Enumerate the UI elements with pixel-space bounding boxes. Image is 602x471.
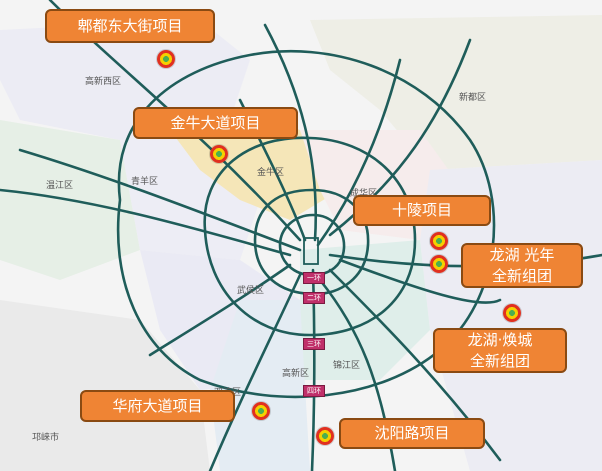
region-xindu: [310, 15, 602, 170]
ring-roads: [116, 49, 496, 399]
district-regions: [0, 15, 602, 471]
callout-pidu[interactable]: 郫都东大街项目: [45, 9, 215, 43]
district-label-gaoxinxi: 高新西区: [85, 77, 122, 87]
ring-road-3: [203, 136, 417, 337]
district-label-chenghua: 成华区: [350, 189, 378, 199]
ring-road-1: [278, 213, 346, 277]
district-label-qingyang: 青羊区: [131, 177, 159, 187]
callout-shenyang-label: 沈阳路项目: [374, 424, 450, 442]
road-sw: [148, 263, 292, 357]
project-marker-longhu-huancheng[interactable]: [503, 304, 521, 322]
region-jinjiang: [300, 240, 430, 380]
project-marker-shenyang[interactable]: [316, 427, 334, 445]
city-core: [303, 237, 319, 265]
callout-longhu-huancheng[interactable]: 龙湖·焕城 全新组团: [433, 328, 567, 373]
callout-shiling[interactable]: 十陵项目: [353, 195, 491, 226]
district-label-xindu: 新都区: [459, 93, 487, 103]
callout-longhu-guangnian-line1: 龙湖 光年: [489, 245, 555, 264]
callout-shenyang[interactable]: 沈阳路项目: [339, 418, 485, 449]
district-label-wenjiang: 温江区: [46, 181, 74, 191]
road-ne: [316, 58, 402, 247]
project-marker-jinniu[interactable]: [210, 145, 228, 163]
region-qionglai: [0, 300, 210, 471]
project-marker-shiling[interactable]: [430, 232, 448, 250]
callout-jinniu[interactable]: 金牛大道项目: [133, 107, 298, 139]
district-label-qionglai: 邛崃市: [32, 433, 60, 443]
callout-huafu[interactable]: 华府大道项目: [80, 390, 235, 422]
ring-badge-2: 二环: [303, 292, 325, 304]
district-label-jinniu: 金牛区: [257, 168, 285, 178]
district-label-jinjiang: 锦江区: [333, 361, 361, 371]
ring-badge-4: 四环: [303, 385, 325, 397]
road-ssw: [208, 273, 302, 471]
callout-longhu-huancheng-line1: 龙湖·焕城: [467, 330, 533, 349]
callout-shiling-label: 十陵项目: [391, 201, 452, 219]
road-ese: [338, 258, 502, 304]
callout-huafu-label: 华府大道项目: [112, 396, 203, 415]
ring-badge-3: 三环: [303, 338, 325, 350]
callout-longhu-guangnian[interactable]: 龙湖 光年 全新组团: [461, 243, 583, 288]
road-west2: [0, 188, 292, 257]
district-label-gaoxin: 高新区: [282, 369, 310, 379]
district-label-wuhou: 武侯区: [237, 286, 265, 296]
ring-badge-1: 一环: [303, 272, 325, 284]
region-gaoxin: [210, 300, 310, 471]
callout-longhu-huancheng-line2: 全新组团: [469, 351, 530, 370]
callout-jinniu-label: 金牛大道项目: [170, 113, 261, 132]
callout-longhu-guangnian-line2: 全新组团: [491, 266, 552, 285]
road-west: [18, 148, 302, 252]
project-marker-pidu[interactable]: [157, 50, 175, 68]
project-marker-huafu[interactable]: [252, 402, 270, 420]
project-marker-longhu-guangnian[interactable]: [430, 255, 448, 273]
ring-road-4: [116, 49, 496, 399]
road-north: [263, 23, 318, 242]
callout-pidu-label: 郫都东大街项目: [77, 16, 183, 35]
